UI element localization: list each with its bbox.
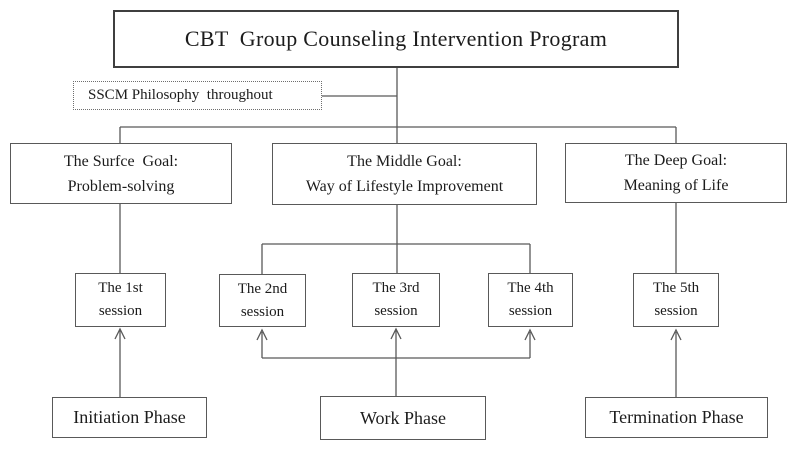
session-box-5: The 5th session	[633, 273, 719, 327]
session-5-line2: session	[654, 303, 698, 319]
session-1-line1: The 1st	[98, 280, 143, 296]
session-box-4: The 4th session	[488, 273, 573, 327]
program-title-box: CBT Group Counseling Intervention Progra…	[113, 10, 679, 68]
philosophy-note-box: SSCM Philosophy throughout	[73, 81, 322, 110]
session-2-line2: session	[240, 303, 285, 320]
phase-box-initiation: Initiation Phase	[52, 397, 207, 438]
session-2-line1: The 2nd	[237, 280, 288, 297]
goal-middle-line1: The Middle Goal:	[347, 153, 462, 170]
goal-surface-line2: Problem-solving	[67, 177, 175, 195]
phase-box-work: Work Phase	[320, 396, 486, 440]
program-title: CBT Group Counseling Intervention Progra…	[184, 26, 608, 51]
philosophy-note-label: SSCM Philosophy throughout	[88, 87, 273, 103]
phase-box-termination: Termination Phase	[585, 397, 768, 438]
session-4-line2: session	[508, 303, 553, 319]
goal-surface-line1: The Surfce Goal:	[63, 152, 179, 170]
session-3-line2: session	[374, 303, 418, 319]
goal-box-middle: The Middle Goal: Way of Lifestyle Improv…	[272, 143, 537, 205]
session-1-line2: session	[98, 303, 143, 319]
session-box-3: The 3rd session	[352, 273, 440, 327]
goal-box-deep: The Deep Goal: Meaning of Life	[565, 143, 787, 203]
phase-initiation-label: Initiation Phase	[73, 407, 186, 427]
session-4-line1: The 4th	[507, 280, 554, 296]
session-box-1: The 1st session	[75, 273, 166, 327]
goal-box-surface: The Surfce Goal: Problem-solving	[10, 143, 232, 204]
phase-termination-label: Termination Phase	[609, 407, 744, 427]
goal-deep-line2: Meaning of Life	[623, 177, 729, 194]
phase-work-label: Work Phase	[359, 407, 447, 428]
goal-middle-line2: Way of Lifestyle Improvement	[305, 178, 504, 195]
session-5-line1: The 5th	[652, 280, 700, 296]
session-box-2: The 2nd session	[219, 274, 306, 327]
session-3-line1: The 3rd	[372, 280, 420, 296]
goal-deep-line1: The Deep Goal:	[624, 152, 728, 169]
